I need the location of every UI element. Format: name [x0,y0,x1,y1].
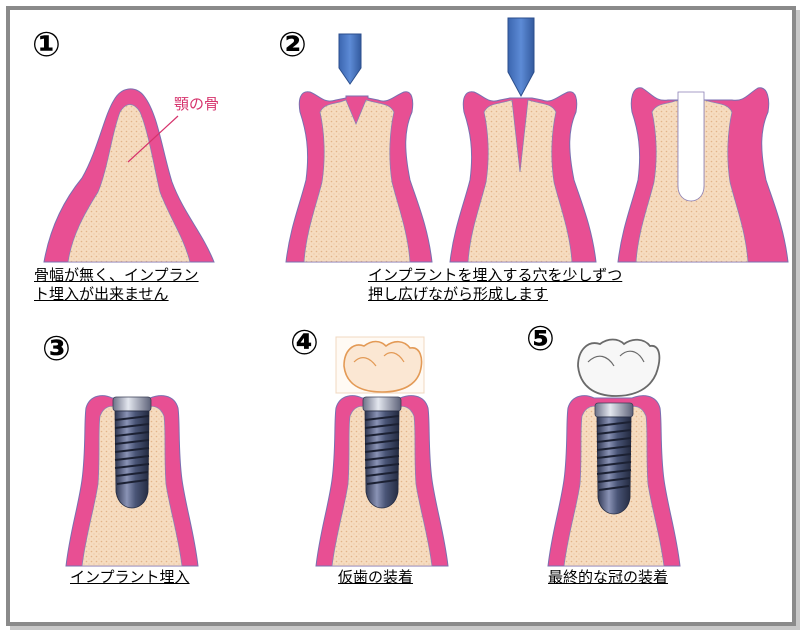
step-4-panel: ④ [290,323,449,567]
step-2-caption-line-2: 押し広げながら形成します [368,285,549,303]
step-1-number: ① [32,25,61,65]
implant-5 [594,402,634,515]
drill-large [507,17,535,98]
step-2-panel: ② [278,17,789,263]
step-4-caption: 仮歯の装着 [338,568,413,587]
drilled-hole [677,91,705,202]
step-3-number: ③ [42,329,71,369]
step-3-caption: インプラント埋入 [70,568,190,587]
drill-small [338,33,362,85]
step-1-caption-line-1: 骨幅が無く、インプラン [34,266,199,284]
step-2a-bone [303,99,411,263]
bone-label-leader [127,115,179,163]
step-5-caption: 最終的な冠の装着 [548,568,668,587]
step-4-number: ④ [290,323,319,363]
step-3-panel: ③ [42,329,199,567]
implant-3 [112,396,152,509]
step-5-panel: ⑤ [526,319,681,567]
step-1-caption: 骨幅が無く、インプラン ト埋入が出来ません [34,266,199,304]
implant-4 [362,396,402,509]
step-5-caption-line-1: 最終的な冠の装着 [548,568,669,586]
step-2-number: ② [278,25,307,65]
step-5-number: ⑤ [526,319,555,359]
step-2-caption-line-1: インプラントを埋入する穴を少しずつ [368,266,623,284]
bone-label: 顎の骨 [174,95,219,113]
final-crown [577,338,661,397]
step-2-caption: インプラントを埋入する穴を少しずつ 押し広げながら形成します [368,266,622,304]
step-4-caption-line-1: 仮歯の装着 [338,568,414,586]
step-1-bone [67,104,191,263]
step-3-caption-line-1: インプラント埋入 [70,568,190,586]
temporary-crown [343,340,423,393]
step-1-panel: ① 顎の骨 [32,25,219,263]
step-1-caption-line-2: ト埋入が出来ません [34,285,169,303]
step-2b-bone [467,99,573,263]
